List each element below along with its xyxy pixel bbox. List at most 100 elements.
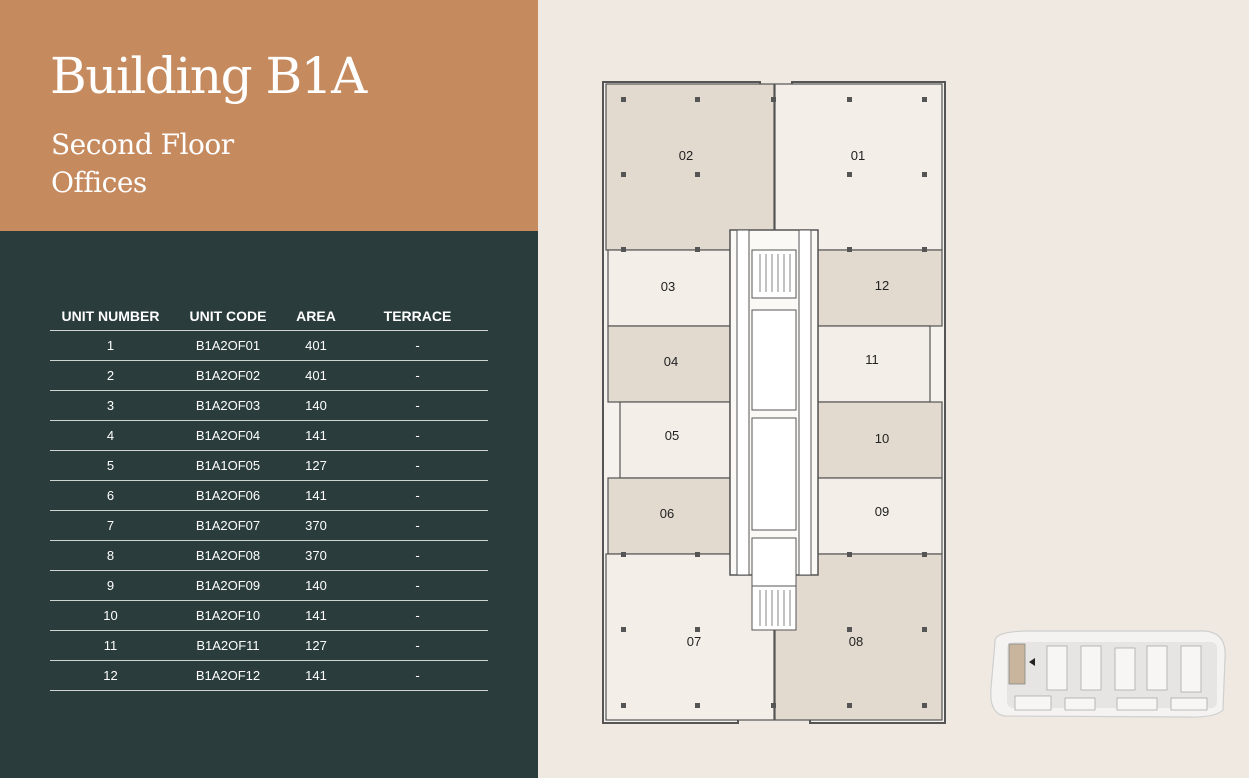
header-terrace: TERRACE — [347, 301, 488, 331]
cell-area: 140 — [285, 390, 347, 421]
cell-area: 141 — [285, 660, 347, 691]
unit-03[interactable] — [607, 249, 731, 327]
page-title: Building B1A — [50, 47, 367, 105]
unit-05[interactable] — [619, 401, 731, 479]
unit-label-07: 07 — [687, 634, 701, 649]
cell-terrace: - — [347, 660, 488, 691]
building-core — [729, 229, 819, 631]
unit-04[interactable] — [607, 325, 731, 403]
cell-area: 401 — [285, 330, 347, 361]
cell-unit-code: B1A1OF05 — [171, 450, 285, 481]
unit-11[interactable] — [817, 325, 931, 403]
unit-02[interactable] — [605, 83, 775, 251]
cell-unit-code: B1A2OF12 — [171, 660, 285, 691]
cell-unit-number: 6 — [50, 480, 171, 511]
highlighted-building — [1008, 643, 1026, 685]
subtitle-use: Offices — [51, 166, 147, 199]
table-header-row: UNIT NUMBER UNIT CODE AREA TERRACE — [50, 301, 488, 331]
cell-terrace: - — [347, 600, 488, 631]
cell-area: 370 — [285, 540, 347, 571]
cell-unit-number: 3 — [50, 390, 171, 421]
cell-unit-number: 2 — [50, 360, 171, 391]
cell-unit-number: 9 — [50, 570, 171, 601]
header-unit-code: UNIT CODE — [171, 301, 285, 331]
structural-columns — [621, 97, 927, 708]
key-plan — [990, 630, 1226, 718]
other-buildings — [1014, 645, 1208, 711]
subtitle-floor: Second Floor — [51, 128, 234, 161]
cell-unit-code: B1A2OF07 — [171, 510, 285, 541]
unit-label-10: 10 — [875, 431, 889, 446]
cell-unit-code: B1A2OF09 — [171, 570, 285, 601]
cell-area: 141 — [285, 420, 347, 451]
cell-unit-number: 4 — [50, 420, 171, 451]
unit-label-09: 09 — [875, 504, 889, 519]
cell-area: 141 — [285, 600, 347, 631]
header-box: Building B1A Second Floor Offices — [0, 0, 538, 231]
header-area: AREA — [285, 301, 347, 331]
cell-unit-code: B1A2OF11 — [171, 630, 285, 661]
cell-terrace: - — [347, 390, 488, 421]
cell-unit-number: 5 — [50, 450, 171, 481]
unit-label-06: 06 — [660, 506, 674, 521]
cell-unit-number: 7 — [50, 510, 171, 541]
cell-terrace: - — [347, 480, 488, 511]
cell-unit-code: B1A2OF03 — [171, 390, 285, 421]
cell-area: 127 — [285, 450, 347, 481]
cell-area: 140 — [285, 570, 347, 601]
unit-label-04: 04 — [664, 354, 678, 369]
cell-terrace: - — [347, 330, 488, 361]
cell-unit-number: 1 — [50, 330, 171, 361]
cell-terrace: - — [347, 420, 488, 451]
cell-terrace: - — [347, 510, 488, 541]
unit-06[interactable] — [607, 477, 731, 555]
cell-terrace: - — [347, 360, 488, 391]
cell-terrace: - — [347, 450, 488, 481]
unit-01[interactable] — [774, 83, 943, 251]
header-unit-number: UNIT NUMBER — [50, 301, 171, 331]
unit-label-02: 02 — [679, 148, 693, 163]
cell-unit-code: B1A2OF01 — [171, 330, 285, 361]
unit-label-01: 01 — [851, 148, 865, 163]
unit-label-03: 03 — [661, 279, 675, 294]
floor-plan: 01 02 03 12 04 11 05 10 06 09 07 08 — [602, 81, 946, 724]
unit-10[interactable] — [817, 401, 943, 479]
unit-08[interactable] — [774, 553, 943, 721]
cell-terrace: - — [347, 630, 488, 661]
cell-unit-code: B1A2OF10 — [171, 600, 285, 631]
unit-09[interactable] — [817, 477, 943, 555]
cell-terrace: - — [347, 540, 488, 571]
cell-terrace: - — [347, 570, 488, 601]
cell-unit-code: B1A2OF02 — [171, 360, 285, 391]
cell-unit-number: 11 — [50, 630, 171, 661]
cell-unit-code: B1A2OF06 — [171, 480, 285, 511]
location-marker-icon — [1029, 658, 1035, 666]
cell-unit-number: 12 — [50, 660, 171, 691]
unit-label-08: 08 — [849, 634, 863, 649]
cell-unit-code: B1A2OF04 — [171, 420, 285, 451]
unit-07[interactable] — [605, 553, 775, 721]
cell-unit-number: 8 — [50, 540, 171, 571]
cell-area: 127 — [285, 630, 347, 661]
cell-area: 141 — [285, 480, 347, 511]
page-subtitle: Second Floor Offices — [51, 126, 234, 202]
unit-label-11: 11 — [865, 352, 879, 367]
cell-unit-code: B1A2OF08 — [171, 540, 285, 571]
stair-lines — [759, 254, 791, 626]
unit-label-12: 12 — [875, 278, 889, 293]
cell-area: 401 — [285, 360, 347, 391]
